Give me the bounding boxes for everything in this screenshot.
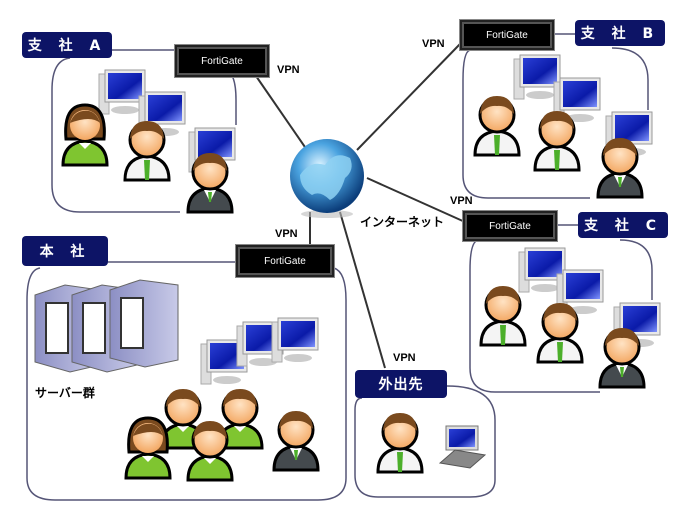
headquarters-users — [124, 387, 320, 482]
vpn-label-branch-c: VPN — [450, 195, 473, 207]
branch-c-computers — [518, 247, 661, 348]
internet-globe-icon — [290, 139, 364, 218]
server-group-label: サーバー群 — [35, 386, 95, 400]
vpn-label-branch-a: VPN — [277, 64, 300, 76]
branch-c-label: 支 社 C — [578, 212, 668, 238]
fortigate-branch-c: FortiGate — [463, 211, 557, 241]
vpn-label-remote: VPN — [393, 352, 416, 364]
remote-user — [376, 411, 424, 474]
link-remote — [339, 211, 386, 369]
branch-b-label: 支 社 B — [575, 20, 665, 46]
branch-b-users — [473, 94, 644, 199]
fortigate-branch-b: FortiGate — [460, 20, 554, 50]
fortigate-headquarters: FortiGate — [236, 245, 334, 277]
boundary-headquarters — [26, 261, 347, 501]
link-branch-b — [356, 43, 461, 151]
server-group-icon — [34, 279, 179, 373]
link-branch-a — [255, 75, 308, 151]
vpn-label-branch-b: VPN — [422, 38, 445, 50]
remote-label: 外出先 — [355, 370, 447, 398]
headquarters-computers — [200, 317, 319, 385]
link-branch-c — [366, 177, 466, 223]
vpn-links — [255, 43, 466, 369]
vpn-label-headquarters: VPN — [275, 228, 298, 240]
fortigate-branch-a: FortiGate — [175, 45, 269, 77]
branch-a-users — [61, 103, 234, 214]
headquarters-label: 本 社 — [22, 236, 108, 266]
branch-a-label: 支 社 A — [22, 32, 112, 58]
internet-label: インターネット — [360, 215, 445, 229]
branch-b-computers — [513, 54, 653, 157]
laptop-icon — [438, 425, 487, 469]
boundary-remote — [354, 385, 496, 498]
